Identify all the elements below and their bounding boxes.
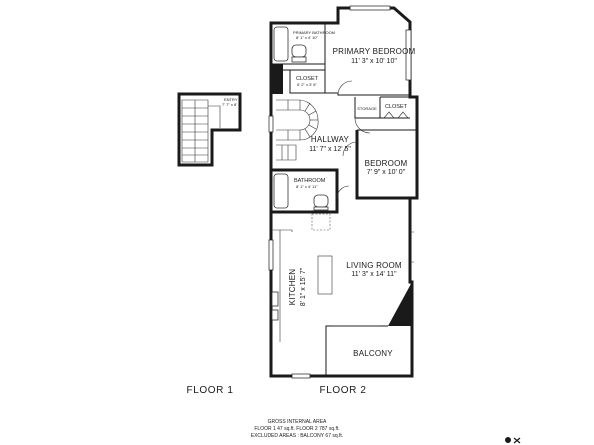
floor-2-plan: PRIMARY BATHROOM 8' 1" x 4' 10" PRIMARY …: [268, 5, 419, 379]
entry-label: ENTRY: [224, 97, 238, 102]
closet-1: CLOSET 6' 2" x 3' 6": [271, 64, 325, 94]
bathroom-dims: 8' 1" x 4' 11": [296, 184, 318, 189]
floor-1-stairs: [181, 99, 209, 163]
primary-bathroom: PRIMARY BATHROOM 8' 1" x 4' 10": [271, 23, 335, 65]
primary-bathroom-label: PRIMARY BATHROOM: [293, 30, 335, 35]
balcony-label: BALCONY: [353, 349, 393, 358]
bedroom: BEDROOM 7' 9" x 10' 0": [342, 129, 417, 200]
living-room-label: LIVING ROOM: [346, 261, 402, 270]
balcony: BALCONY: [326, 349, 412, 377]
entry-dims: 7' 7" x 8' 2": [222, 102, 242, 107]
bathroom-label: BATHROOM: [294, 178, 326, 184]
storage-label: STORAGE: [357, 106, 377, 111]
primary-bedroom-dims: 11' 3" x 10' 10": [351, 58, 397, 65]
closet-1-label: CLOSET: [296, 76, 319, 82]
bedroom-dims: 7' 9" x 10' 0": [367, 169, 406, 176]
hallway: HALLWAY 11' 7" x 12' 5": [276, 99, 371, 161]
floor-1-plan: ENTRY 7' 7" x 8' 2": [177, 92, 242, 167]
primary-bedroom: PRIMARY BEDROOM 11' 3" x 10' 10": [324, 47, 416, 96]
logo-icon: [505, 437, 521, 444]
closet-1-dims: 6' 2" x 3' 6": [297, 82, 317, 87]
hallway-label: HALLWAY: [311, 135, 350, 144]
living-room: LIVING ROOM 11' 3" x 14' 11": [325, 231, 414, 376]
primary-bathroom-dims: 8' 1" x 4' 10": [296, 35, 319, 40]
bedroom-label: BEDROOM: [365, 159, 408, 168]
living-room-dims: 11' 3" x 14' 11": [351, 271, 397, 278]
floor-1-label: FLOOR 1: [187, 385, 234, 396]
area-summary-heading: GROSS INTERNAL AREA: [268, 419, 327, 425]
bathroom: BATHROOM 8' 1" x 4' 11": [271, 168, 350, 214]
area-summary: GROSS INTERNAL AREA FLOOR 1 47 sq.ft. FL…: [251, 419, 343, 439]
hallway-dims: 11' 7" x 12' 5": [309, 146, 351, 153]
primary-bedroom-label: PRIMARY BEDROOM: [333, 47, 416, 56]
storage-closet: STORAGE CLOSET: [354, 96, 410, 119]
area-summary-excluded: EXCLUDED AREAS : BALCONY 67 sq.ft.: [251, 433, 343, 439]
kitchen-dims: 8' 1" x 15' 7": [300, 267, 307, 306]
floor-2-label: FLOOR 2: [320, 385, 367, 396]
kitchen-label: KITCHEN: [288, 269, 297, 306]
area-summary-floors: FLOOR 1 47 sq.ft. FLOOR 2 787 sq.ft.: [254, 426, 339, 432]
kitchen: KITCHEN 8' 1" x 15' 7": [271, 213, 333, 342]
closet-2-label: CLOSET: [385, 104, 408, 110]
